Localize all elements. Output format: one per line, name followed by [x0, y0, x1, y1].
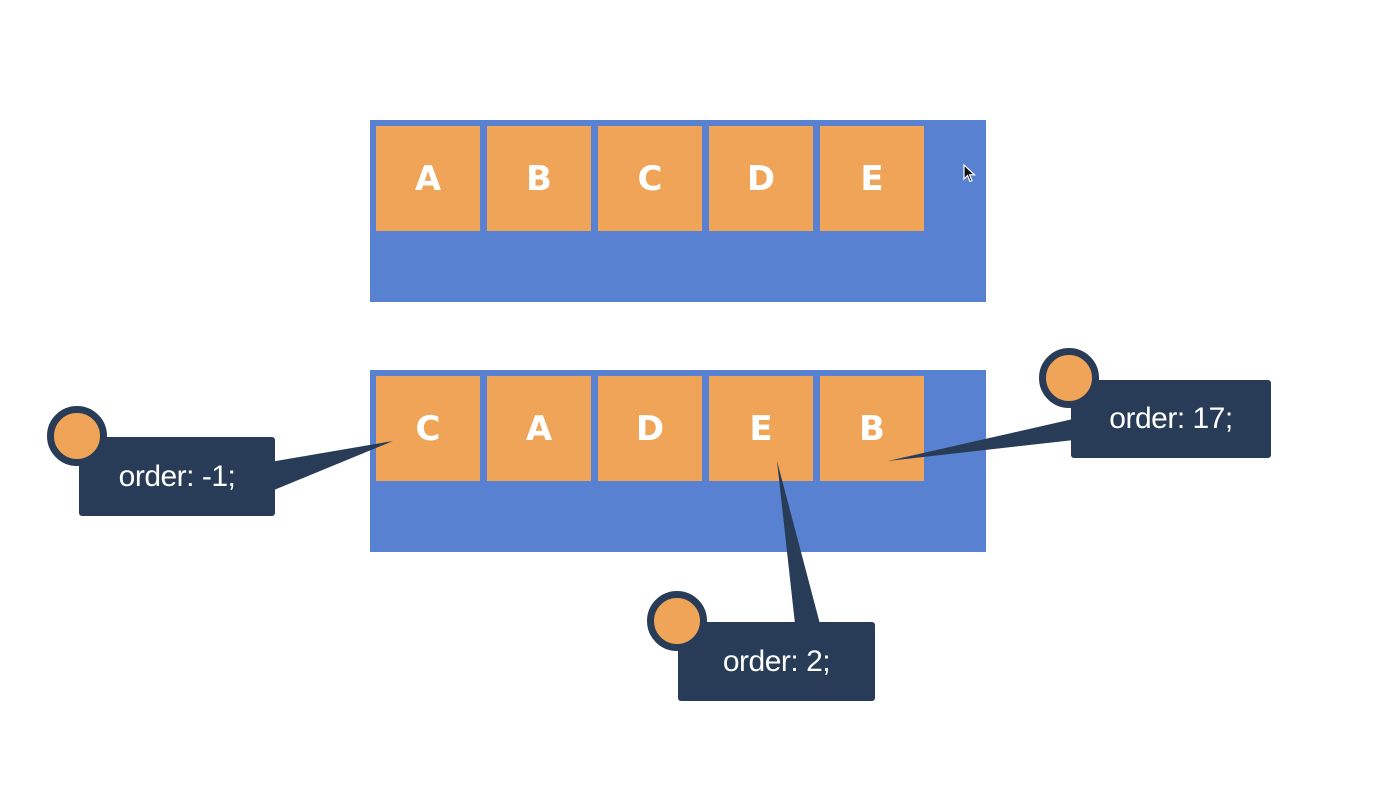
- callout-label: order: -1;: [118, 459, 236, 493]
- flex-item: B: [820, 376, 924, 481]
- callout-dot: [647, 591, 707, 651]
- flex-item: B: [487, 126, 591, 231]
- flex-item: E: [820, 126, 924, 231]
- pointer-right: [888, 419, 1074, 461]
- callout-dot: [1039, 348, 1099, 408]
- callout-order-negative-one: order: -1;: [79, 437, 275, 516]
- flex-item: C: [598, 126, 702, 231]
- flex-container-original-order: A B C D E: [370, 120, 986, 302]
- callout-order-seventeen: order: 17;: [1071, 380, 1271, 458]
- callout-label: order: 2;: [722, 644, 831, 678]
- flex-item: A: [487, 376, 591, 481]
- flex-item: E: [709, 376, 813, 481]
- pointer-bottom: [777, 461, 820, 624]
- flex-item: A: [376, 126, 480, 231]
- callout-label: order: 17;: [1109, 402, 1233, 435]
- flex-container-reordered: C A D E B: [370, 370, 986, 552]
- callout-order-two: order: 2;: [678, 622, 875, 701]
- flex-item: D: [709, 126, 813, 231]
- mouse-pointer-icon: [963, 164, 977, 183]
- flex-item: D: [598, 376, 702, 481]
- pointer-left: [270, 441, 393, 490]
- callout-dot: [47, 406, 107, 466]
- flex-item: C: [376, 376, 480, 481]
